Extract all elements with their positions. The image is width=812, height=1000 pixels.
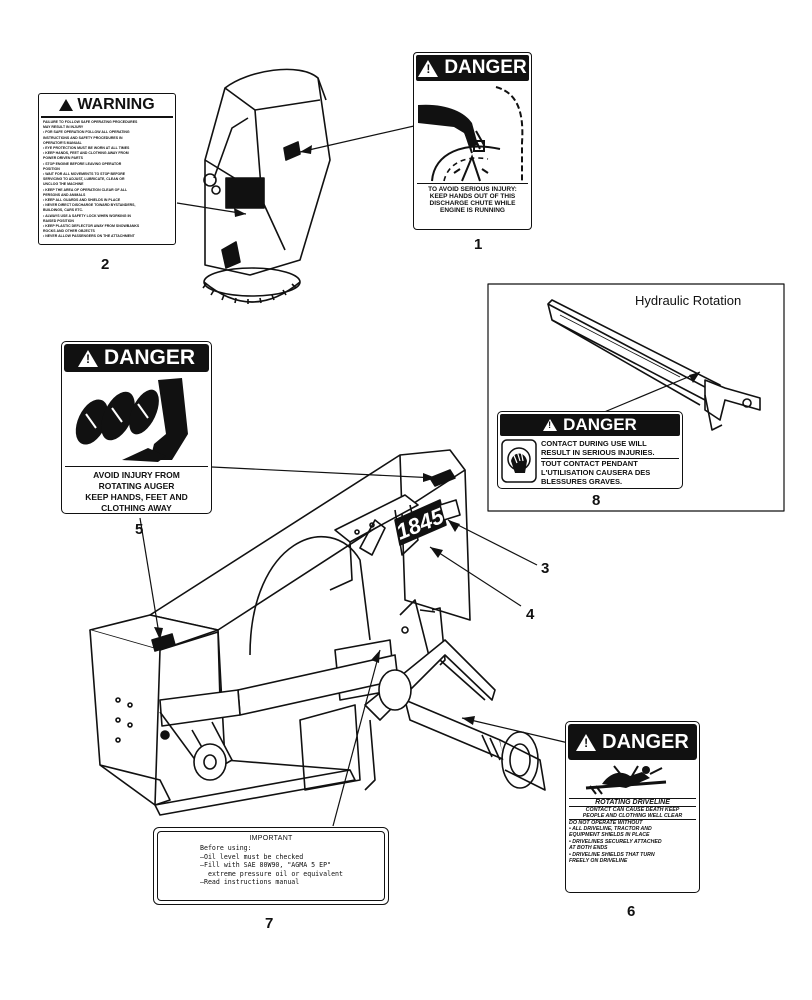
decal-6-text: ROTATING DRIVELINE CONTACT CAN CAUSE DEA… — [569, 798, 696, 864]
callout-5: 5 — [135, 521, 144, 538]
decal-2-line: • NEVER ALLOW PASSENGERS ON THE ATTACHME… — [43, 234, 135, 239]
decal-8-inset-title: Hydraulic Rotation — [635, 293, 742, 308]
decal-5-danger: DANGER AVOID INJURY FROM ROTATING AUGER … — [61, 341, 212, 514]
hand-contact-icon — [501, 439, 537, 483]
decal-2-line: • KEEP PLASTIC DEFLECTOR AWAY FROM SNOWB… — [43, 224, 140, 229]
decal-2-line: POWER DRIVEN PARTS — [43, 156, 83, 161]
decal-8-danger: DANGER CONTACT DURING USE WILL RESULT IN… — [497, 411, 683, 489]
decal-6-bullet: • DRIVELINE SHIELDS THAT TURN — [569, 851, 655, 858]
entangled-person-icon — [585, 765, 667, 795]
decal-2-line: PERSONS AND ANIMALS — [43, 192, 86, 197]
decal-6-header: DANGER — [602, 730, 689, 753]
danger-triangle-icon — [418, 59, 439, 77]
decal-1-danger: DANGER TO AVOID SERIOUS INJURY: KEEP HAN… — [413, 52, 532, 230]
decal-2-line: ROCKS AND OTHER OBJECTS — [43, 229, 95, 234]
decal-5-text: AVOID INJURY FROM ROTATING AUGER KEEP HA… — [65, 466, 208, 513]
decal-6-bullet: FREELY ON DRIVELINE — [569, 858, 628, 865]
callout-3: 3 — [541, 560, 550, 577]
decal-2-line: • EYE PROTECTION MUST BE WORN AT ALL TIM… — [43, 146, 130, 151]
decal-7-title: IMPORTANT — [249, 835, 293, 842]
callout-1: 1 — [474, 236, 483, 253]
decal-8-header: DANGER — [563, 415, 637, 434]
decal-6-bullet: AT BOTH ENDS — [569, 845, 608, 852]
decal-6-bullet: • ALL DRIVELINE, TRACTOR AND — [569, 826, 652, 832]
decal-2-line: • WAIT FOR ALL MOVEMENTS TO STOP BEFORE — [43, 172, 126, 177]
decal-7-text: Before using: –Oil level must be checked… — [200, 844, 343, 886]
decal-2-line: BUILDINGS, CARS ETC. — [43, 208, 84, 213]
callout-4: 4 — [526, 606, 535, 623]
callout-7: 7 — [265, 915, 274, 932]
decal-7-important: IMPORTANT Before using: –Oil level must … — [153, 827, 389, 905]
decal-2-line: OPERATOR'S MANUAL — [43, 140, 82, 145]
decal-2-line: FAILURE TO FOLLOW SAFE OPERATING PROCEDU… — [43, 120, 138, 124]
decal-1-text: TO AVOID SERIOUS INJURY: KEEP HANDS OUT … — [417, 183, 528, 214]
decal-2-line: • ALWAYS USE A SAFETY LOCK WHEN WORKING … — [43, 213, 131, 218]
danger-triangle-icon — [576, 733, 597, 751]
decal-2-line: POSITION — [43, 166, 60, 171]
hydraulic-rotation-bar-drawing — [547, 299, 761, 431]
hand-in-chute-icon — [418, 86, 524, 182]
snowblower-body-drawing — [89, 449, 546, 816]
decal-2-line: • KEEP ALL GUARDS AND SHIELDS IN PLACE — [43, 198, 121, 203]
decal-6-bullet: • DRIVELINES SECURELY ATTACHED — [569, 838, 662, 845]
danger-triangle-icon — [543, 419, 558, 431]
decal-2-header: WARNING — [77, 96, 155, 113]
decal-2-warning: WARNING FAILURE TO FOLLOW SAFE OPERATING… — [38, 93, 176, 245]
decal-2-line: • NEVER DIRECT DISCHARGE TOWARD BYSTANDE… — [43, 203, 136, 208]
decal-5-header: DANGER — [103, 346, 195, 369]
decal-2-line: • KEEP THE AREA OF OPERATION CLEAR OF AL… — [43, 187, 128, 192]
callout-8: 8 — [592, 492, 601, 509]
rotating-auger-icon — [75, 378, 188, 462]
decal-2-line: UNCLOG THE MACHINE — [43, 182, 84, 187]
decal-2-line: • KEEP HANDS, FEET AND CLOTHING AWAY FRO… — [43, 151, 129, 156]
decal-2-line: RAISED POSITION — [43, 218, 74, 223]
decal-2-body: FAILURE TO FOLLOW SAFE OPERATING PROCEDU… — [39, 118, 175, 242]
decal-6-bullet: EQUIPMENT SHIELDS IN PLACE — [569, 832, 650, 839]
decal-2-line: MAY RESULT IN INJURY — [43, 125, 84, 130]
decal-1-header: DANGER — [444, 57, 527, 78]
callout-2: 2 — [101, 256, 110, 273]
discharge-chute-drawing — [202, 68, 331, 304]
decal-2-line: INSTRUCTIONS AND SAFETY PROCEDURES IN — [43, 135, 123, 140]
decal-6-danger: DANGER ROTATING DRIVELINE CONTACT CAN CA… — [565, 721, 700, 893]
decal-8-text: CONTACT DURING USE WILL RESULT IN SERIOU… — [541, 439, 679, 486]
danger-triangle-icon — [77, 349, 98, 367]
warning-triangle-icon — [59, 99, 74, 111]
decal-2-line: SERVICING TO ADJUST, LUBRICATE, CLEAN OR — [43, 177, 125, 182]
callout-6: 6 — [627, 903, 636, 920]
decal-2-line: • FOR SAFE OPERATION FOLLOW ALL OPERATIN… — [43, 130, 130, 135]
decal-2-line: • STOP ENGINE BEFORE LEAVING OPERATOR — [43, 161, 122, 166]
